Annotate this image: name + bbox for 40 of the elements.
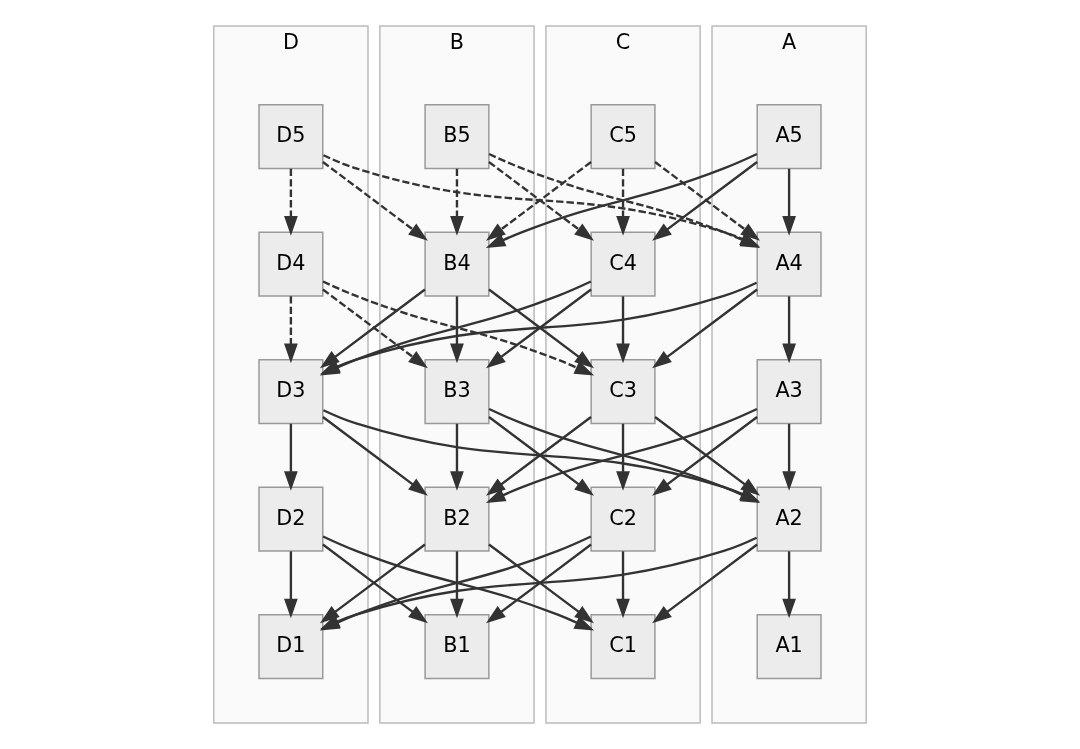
arrow	[284, 168, 298, 236]
arrow	[322, 416, 428, 496]
node-box: B4	[424, 231, 490, 297]
arrow	[284, 551, 298, 619]
node-box: A4	[756, 231, 822, 297]
arrow	[450, 168, 464, 236]
node-box: D4	[258, 231, 324, 297]
arrow	[782, 296, 796, 364]
node-box: C2	[590, 486, 656, 552]
arrow	[284, 423, 298, 491]
arrow	[616, 296, 630, 364]
node-box: D3	[258, 358, 324, 425]
node-box: A5	[756, 103, 822, 170]
arrow	[652, 543, 758, 624]
arrow	[782, 551, 796, 619]
arrow	[616, 423, 630, 491]
arrow	[322, 161, 428, 241]
node-box: C5	[590, 103, 656, 170]
node-box: D5	[258, 103, 324, 170]
node-box: B1	[424, 613, 490, 680]
arrow	[284, 296, 298, 364]
arrow	[450, 423, 464, 491]
arrow	[616, 551, 630, 619]
arrow	[782, 168, 796, 236]
arrow	[450, 296, 464, 364]
node-box: C4	[590, 231, 656, 297]
node-box: D2	[258, 486, 324, 552]
node-box: A2	[756, 486, 822, 552]
node-box: B2	[424, 486, 490, 552]
node-box: C1	[590, 613, 656, 680]
node-box: B3	[424, 358, 490, 425]
node-box: B5	[424, 103, 490, 170]
arrow	[450, 551, 464, 619]
node-box: D1	[258, 613, 324, 680]
arrow	[616, 168, 630, 236]
arrow	[782, 423, 796, 491]
node-box: A1	[756, 613, 822, 680]
arrow	[652, 288, 758, 369]
node-box: A3	[756, 358, 822, 425]
node-box: C3	[590, 358, 656, 425]
